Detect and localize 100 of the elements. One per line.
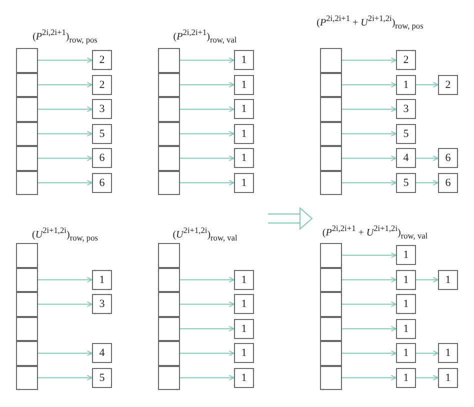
array-cell — [158, 122, 180, 146]
value-box: 2 — [396, 50, 416, 70]
array-cell — [320, 48, 342, 72]
array-cell — [320, 170, 342, 195]
arrow — [180, 57, 234, 64]
value-box: 1 — [234, 148, 254, 168]
value-box: 4 — [92, 343, 112, 364]
value-box: 1 — [438, 343, 458, 364]
arrow — [38, 301, 92, 308]
arrow — [180, 82, 234, 88]
arrow — [342, 252, 396, 258]
arrow — [416, 155, 438, 162]
array-cell — [158, 268, 180, 292]
value-box: 1 — [396, 74, 416, 95]
value-box: 2 — [438, 74, 458, 95]
arrow — [180, 130, 234, 137]
value-box: 1 — [234, 50, 254, 70]
arrow — [342, 130, 396, 137]
array-cell — [16, 292, 38, 316]
arrow — [342, 326, 396, 332]
value-box: 1 — [396, 343, 416, 364]
array-cell — [158, 341, 180, 366]
arrow — [342, 82, 396, 88]
array-cell — [16, 97, 38, 122]
array-cell — [16, 366, 38, 390]
arrow — [416, 82, 438, 88]
value-box: 1 — [396, 318, 416, 339]
arrow — [38, 57, 92, 64]
arrow — [342, 57, 396, 64]
arrow — [180, 276, 234, 283]
arrow — [342, 374, 396, 381]
value-box: 6 — [438, 148, 458, 168]
array-title: (P$^{2i,2i+1}$ + U$^{2i+1,2i}$)$_{row, val}$ — [322, 224, 428, 240]
value-box: 1 — [396, 270, 416, 290]
value-box: 5 — [396, 172, 416, 193]
value-box: 1 — [92, 270, 112, 290]
array-cell — [320, 97, 342, 122]
value-box: 5 — [92, 124, 112, 144]
array-cell — [158, 72, 180, 97]
value-box: 1 — [438, 368, 458, 388]
value-box: 6 — [438, 172, 458, 193]
value-box: 5 — [396, 124, 416, 144]
array-cell — [16, 243, 38, 268]
arrow — [180, 106, 234, 112]
array-cell — [158, 316, 180, 341]
arrow — [38, 180, 92, 186]
arrow — [342, 301, 396, 308]
array-cell — [320, 292, 342, 316]
array-cell — [320, 268, 342, 292]
arrow — [342, 155, 396, 162]
arrow — [38, 130, 92, 137]
arrow — [38, 350, 92, 356]
arrow — [38, 374, 92, 381]
array-cell — [158, 146, 180, 170]
value-box: 1 — [396, 368, 416, 388]
array-title: (P$^{2i,2i+1}$ + U$^{2i+1,2i}$)$_{row, pos}$ — [316, 14, 424, 30]
value-box: 1 — [234, 294, 254, 314]
arrow — [342, 180, 396, 186]
array-title: (U$^{2i+1,2i}$)$_{row, val}$ — [172, 226, 238, 242]
array-cell — [158, 292, 180, 316]
array-cell — [320, 366, 342, 390]
value-box: 1 — [438, 270, 458, 290]
array-cell — [158, 243, 180, 268]
array-cell — [158, 170, 180, 195]
arrow — [342, 350, 396, 356]
value-box: 5 — [92, 368, 112, 388]
arrow — [342, 276, 396, 283]
arrow — [180, 326, 234, 332]
value-box: 2 — [92, 74, 112, 95]
array-title: (P$^{2i,2i+1}$)$_{row, pos}$ — [32, 28, 98, 44]
arrow — [38, 106, 92, 112]
array-cell — [320, 146, 342, 170]
value-box: 2 — [92, 50, 112, 70]
value-box: 1 — [234, 74, 254, 95]
array-title: (U$^{2i+1,2i}$)$_{row, pos}$ — [32, 226, 98, 242]
value-box: 1 — [234, 172, 254, 193]
arrow — [180, 374, 234, 381]
array-cell — [158, 48, 180, 72]
array-cell — [320, 122, 342, 146]
arrow — [180, 180, 234, 186]
array-cell — [16, 268, 38, 292]
arrow — [416, 374, 438, 381]
value-box: 1 — [234, 124, 254, 144]
array-cell — [16, 72, 38, 97]
array-cell — [16, 341, 38, 366]
array-cell — [158, 366, 180, 390]
arrow — [416, 180, 438, 186]
arrow — [416, 276, 438, 283]
arrow — [38, 276, 92, 283]
value-box: 4 — [396, 148, 416, 168]
arrow — [416, 350, 438, 356]
array-cell — [16, 316, 38, 341]
array-cell — [16, 48, 38, 72]
value-box: 1 — [234, 343, 254, 364]
value-box: 1 — [234, 99, 254, 120]
value-box: 3 — [92, 99, 112, 120]
array-cell — [320, 72, 342, 97]
value-box: 1 — [396, 294, 416, 314]
array-cell — [16, 122, 38, 146]
arrow — [180, 301, 234, 308]
